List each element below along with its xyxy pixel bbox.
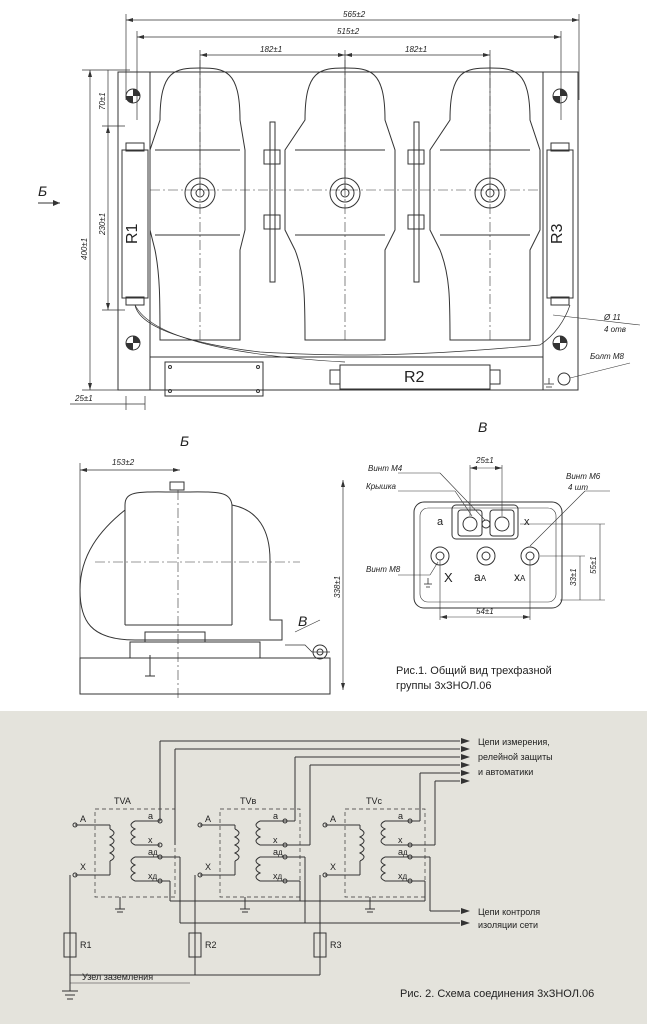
terminal-box-view — [398, 465, 610, 620]
resistor-r2-schematic-label: R2 — [205, 940, 217, 950]
output-top-line1: Цепи измерения, — [478, 737, 550, 747]
transformer-bodies — [149, 60, 541, 341]
tvb-xd: xд — [273, 871, 283, 881]
tvb-X: X — [205, 862, 212, 872]
figure1-drawing — [38, 14, 641, 700]
figure2-panel: Цепи измерения, релейной защиты и автома… — [0, 711, 647, 1024]
dimension-lines — [70, 14, 580, 410]
terminal-x: x — [524, 516, 530, 528]
resistor-r3-label: R3 — [549, 223, 566, 244]
dim-pitch-left: 182±1 — [260, 45, 283, 54]
output-top-line2: релейной защиты — [478, 752, 553, 762]
transformer-tva — [69, 741, 181, 975]
tvc-x: x — [398, 835, 403, 845]
transformer-tva-name: TVA — [114, 796, 131, 806]
tva-ad: aд — [148, 847, 158, 857]
dim-height-overall: 400±1 — [80, 237, 89, 260]
ground-node-label: Узел заземления — [82, 972, 154, 982]
dim-frame-width: 515±2 — [337, 27, 360, 36]
tvc-X: X — [330, 862, 337, 872]
output-bottom-line2: изоляции сети — [478, 920, 539, 930]
view-arrow-v: В — [298, 613, 308, 629]
terminal-aA: aА — [474, 570, 487, 584]
tva-X: X — [80, 862, 87, 872]
dim-height-top: 70±1 — [98, 92, 107, 110]
dim-box-width: 54±1 — [476, 607, 494, 616]
note-screw-m6: Винт M6 — [566, 472, 601, 481]
tvc-a: a — [398, 811, 404, 821]
resistor-chain — [62, 932, 327, 1000]
note-bolt: Болт M8 — [590, 352, 624, 361]
dim-height-resistor: 230±1 — [98, 212, 107, 235]
tva-A: A — [80, 814, 87, 824]
resistor-r2-body — [329, 364, 501, 390]
terminal-a: a — [437, 516, 444, 528]
tvb-A: A — [205, 814, 212, 824]
dim-pitch-right: 182±1 — [405, 45, 428, 54]
transformer-tvc — [319, 773, 436, 975]
output-bus-top — [160, 740, 460, 782]
schematic-drawing — [62, 738, 470, 1000]
output-bottom-line1: Цепи контроля — [478, 907, 541, 917]
terminal-X: X — [444, 570, 453, 585]
tva-a: a — [148, 811, 154, 821]
dim-overall-width: 565±2 — [343, 10, 366, 19]
base-frame — [117, 71, 579, 391]
output-top-line3: и автоматики — [478, 767, 534, 777]
resistor-r3-schematic-label: R3 — [330, 940, 342, 950]
tva-xd: xд — [148, 871, 158, 881]
note-screw-m6-count: 4 шт — [568, 483, 588, 492]
figure2-caption: Рис. 2. Схема соединения 3хЗНОЛ.06 — [400, 988, 595, 1000]
dim-side-height: 338±1 — [333, 575, 342, 598]
dim-screw-pitch: 25±1 — [476, 456, 494, 465]
resistor-r3-body — [546, 142, 574, 306]
tie-plates — [263, 121, 425, 283]
tva-x: x — [148, 835, 153, 845]
figure1-caption-line2: группы 3хЗНОЛ.06 — [396, 680, 492, 692]
tvc-xd: xд — [398, 871, 408, 881]
terminal-view-title: В — [478, 419, 488, 435]
note-screw-m4: Винт M4 — [368, 464, 403, 473]
tvb-a: a — [273, 811, 279, 821]
tvc-ad: aд — [398, 847, 408, 857]
tvb-x: x — [273, 835, 278, 845]
side-view-title: Б — [180, 433, 190, 449]
dim-side-width: 153±2 — [112, 458, 135, 467]
resistor-r1-label: R1 — [124, 223, 141, 244]
resistor-r1-schematic-label: R1 — [80, 940, 92, 950]
note-screw-m8: Винт M8 — [366, 565, 401, 574]
tvb-ad: aд — [273, 847, 283, 857]
note-hole-dia: Ø 11 — [604, 313, 621, 322]
note-hole-count: 4 отв — [604, 325, 626, 334]
primary-terminals — [184, 177, 506, 209]
tvc-A: A — [330, 814, 337, 824]
dim-h2: 55±1 — [589, 556, 598, 574]
note-cover: Крышка — [366, 482, 396, 491]
dim-left-offset: 25±1 — [75, 394, 93, 403]
transformer-tvc-name: TVс — [366, 796, 383, 806]
terminal-xA: xА — [514, 570, 526, 584]
view-arrow-b: Б — [38, 183, 48, 199]
ground-symbol — [544, 378, 554, 388]
figure1-caption-line1: Рис.1. Общий вид трехфазной — [396, 665, 552, 677]
side-view — [79, 463, 345, 700]
resistor-r2-label: R2 — [404, 369, 425, 386]
nameplate — [164, 361, 264, 397]
transformer-tvb-name: TVв — [240, 796, 257, 806]
dim-h1: 33±1 — [569, 568, 578, 586]
